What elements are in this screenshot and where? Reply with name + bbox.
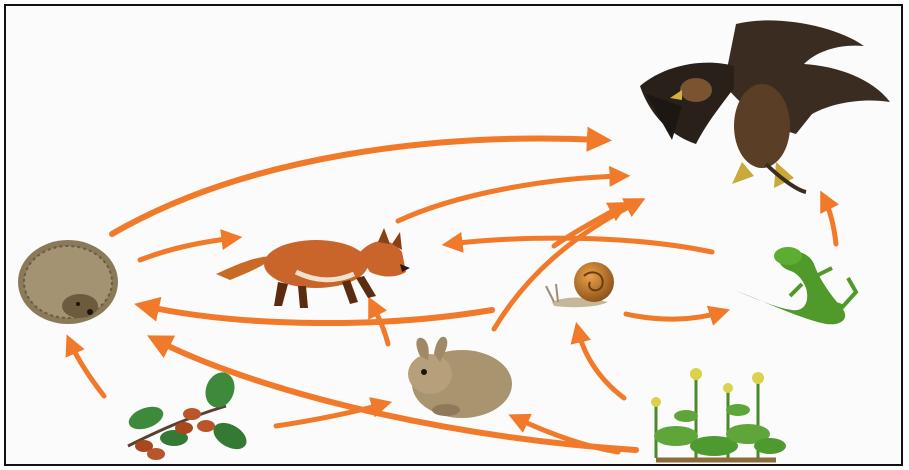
arrow-berries-to-hedgehog — [70, 342, 104, 396]
lizard-icon — [734, 247, 856, 324]
eagle-icon — [640, 20, 890, 192]
food-web-diagram — [4, 4, 903, 466]
arrow-hedgehog-to-fox — [140, 238, 234, 260]
arrow-snail-to-hedgehog — [144, 306, 492, 323]
arrow-lizard-to-fox — [450, 238, 712, 252]
fox-icon — [216, 228, 410, 308]
snail-icon — [546, 262, 614, 307]
arrow-plants-to-snail — [578, 330, 624, 398]
arrow-fox-to-eagle — [398, 176, 622, 221]
food-web-canvas — [6, 6, 903, 466]
arrow-lizard-to-eagle — [824, 198, 836, 244]
hedgehog-icon — [18, 240, 118, 324]
arrow-rabbit-to-eagle — [494, 202, 638, 329]
arrow-berries-to-rabbit — [276, 404, 384, 426]
arrow-snail-to-lizard — [626, 312, 722, 319]
berry-branch-icon — [126, 368, 251, 460]
rabbit-icon — [408, 337, 512, 418]
flowering-plant-icon — [651, 368, 786, 460]
